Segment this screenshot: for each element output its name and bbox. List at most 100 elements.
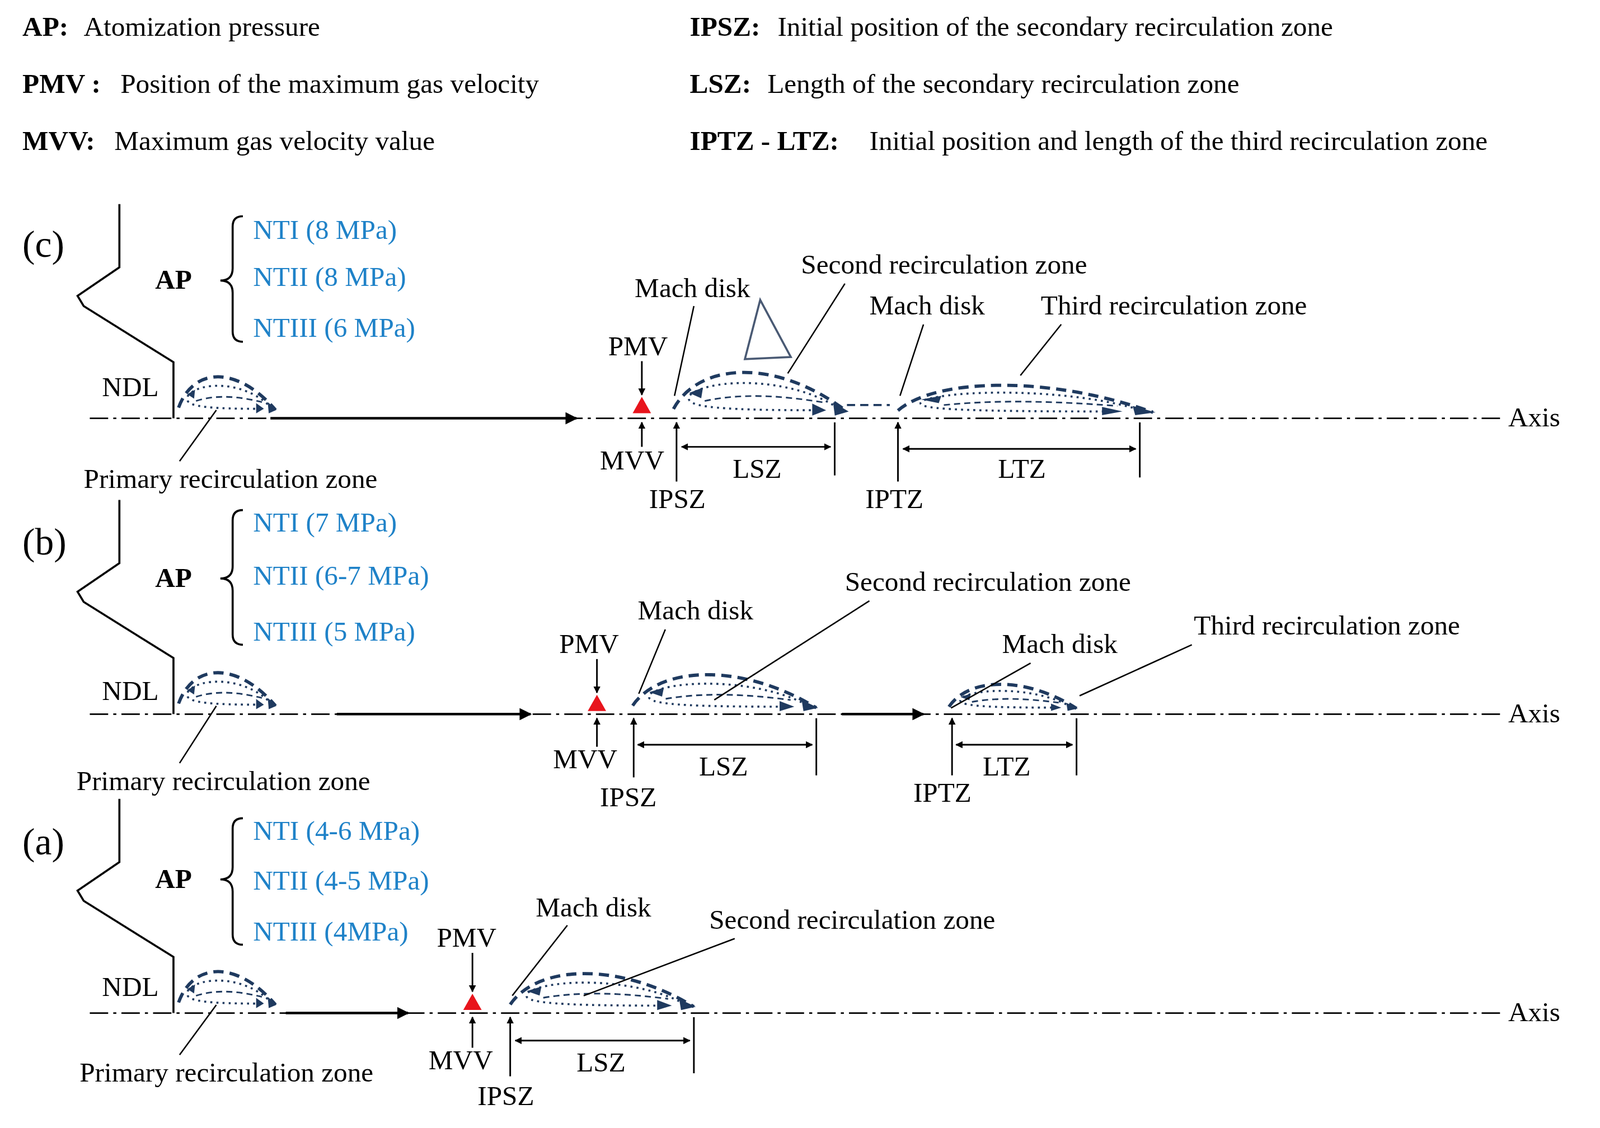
drawing-stroke [179,283,1193,1055]
annotation-label: PMV [559,629,619,660]
drawing-stroke [673,372,849,416]
annotation-label: Axis [1508,998,1561,1029]
drawing-stroke [632,396,651,414]
drawing-stroke [955,744,1073,746]
group-label: AP [155,265,192,296]
pressure-label: NTII (8 MPa) [252,262,406,293]
legend-text: Length of the secondary recirculation zo… [767,69,1240,100]
legend-key: PMV : [22,69,101,100]
legend-key: IPSZ: [690,12,761,43]
annotation-label: LTZ [982,752,1031,783]
drawing-stroke [220,216,243,946]
drawing-stroke [675,422,678,482]
drawing-stroke [179,410,217,462]
annotation-label: Axis [1508,403,1561,434]
legend-text: Maximum gas velocity value [114,126,435,157]
drawing-stroke [178,971,277,1008]
pressure-label: NTII (4-5 MPa) [252,866,429,897]
drawing-stroke [179,706,217,764]
drawing-stroke [897,422,899,482]
annotation-label: MVV [552,744,618,776]
drawing-stroke [1138,422,1141,478]
drawing-stroke [596,659,598,693]
drawing-stroke [899,324,924,397]
annotation-label: IPSZ [599,782,657,814]
pressure-label: NTII (6-7 MPa) [252,561,429,592]
panel-label: (c) [22,224,65,266]
drawing-stroke [178,376,277,414]
legend-text: Initial position and length of the third… [869,126,1488,157]
drawing-stroke [463,993,482,1011]
annotation-label: Mach disk [634,273,750,304]
drawing-stroke [692,1017,695,1074]
pressure-label: NTIII (4MPa) [252,917,409,948]
drawing-stroke [89,417,1500,420]
drawing-stroke [1075,718,1078,776]
drawing-stroke [220,818,243,945]
panel-label: (b) [22,522,67,564]
drawing-stroke [472,360,1140,1077]
pressure-label: NTIII (5 MPa) [252,617,416,648]
annotation-label: MVV [599,446,665,477]
drawing-stroke [1020,324,1062,376]
annotation-label: LSZ [576,1048,626,1079]
legend-text: Atomization pressure [83,12,321,43]
drawing-stroke [220,216,243,342]
legend-key: LSZ: [690,69,752,100]
annotation-label: Third recirculation zone [1193,611,1461,642]
group-label: AP [155,864,192,895]
annotation-label: Primary recirculation zone [83,464,378,495]
legend-key: MVV: [22,126,95,157]
drawing-stroke [270,416,577,420]
drawing-stroke [509,1017,511,1077]
group-label: AP [155,563,192,594]
annotation-label: Mach disk [637,596,754,627]
annotation-label: PMV [608,331,669,363]
drawing-stroke [637,744,813,746]
drawing-stroke [285,1011,409,1015]
legend-text: Initial position of the secondary recirc… [777,12,1333,43]
drawing-stroke [583,938,735,996]
drawing-stroke [787,283,846,374]
annotation-label: Third recirculation zone [1040,291,1308,322]
drawing-stroke [77,499,174,715]
annotation-label: Mach disk [869,291,985,322]
drawing-stroke [89,1012,1500,1015]
drawing-stroke [744,299,791,360]
drawing-stroke [841,712,924,716]
drawing-stroke [336,712,531,716]
annotation-label: LSZ [698,752,749,783]
annotation-label: Primary recirculation zone [76,766,371,797]
annotation-label: IPSZ [649,484,706,515]
drawing-stroke [950,663,1031,708]
drawing-stroke [674,306,694,396]
annotation-label: NDL [101,676,159,707]
pressure-label: NTI (4-6 MPa) [252,816,420,847]
annotation-label: Axis [1508,698,1561,730]
drawing-stroke [77,204,174,419]
drawing-stroke [596,718,598,748]
drawing-stroke [89,713,1500,716]
drawing-stroke [515,1039,691,1042]
legend-key: IPTZ - LTZ: [690,126,839,157]
drawing-stroke [632,718,635,778]
annotation-label: Primary recirculation zone [79,1058,374,1089]
drawing-stroke [512,925,567,997]
annotation-label: NDL [101,372,159,403]
drawing-stroke [463,396,651,1011]
drawing-stroke [471,953,474,992]
annotation-label: MVV [428,1045,494,1077]
drawing-stroke [898,385,1156,416]
annotation-label: Second recirculation zone [709,905,996,936]
annotation-label: IPTZ [913,778,972,809]
drawing-stroke [178,672,277,710]
drawing-stroke [951,718,954,776]
pressure-label: NTI (8 MPa) [252,215,397,246]
annotation-label: LSZ [732,454,782,485]
pressure-label: NTI (7 MPa) [252,508,397,539]
pressure-label: NTIII (6 MPa) [252,313,416,344]
drawing-stroke [640,360,643,395]
annotation-label: Second recirculation zone [800,250,1087,281]
